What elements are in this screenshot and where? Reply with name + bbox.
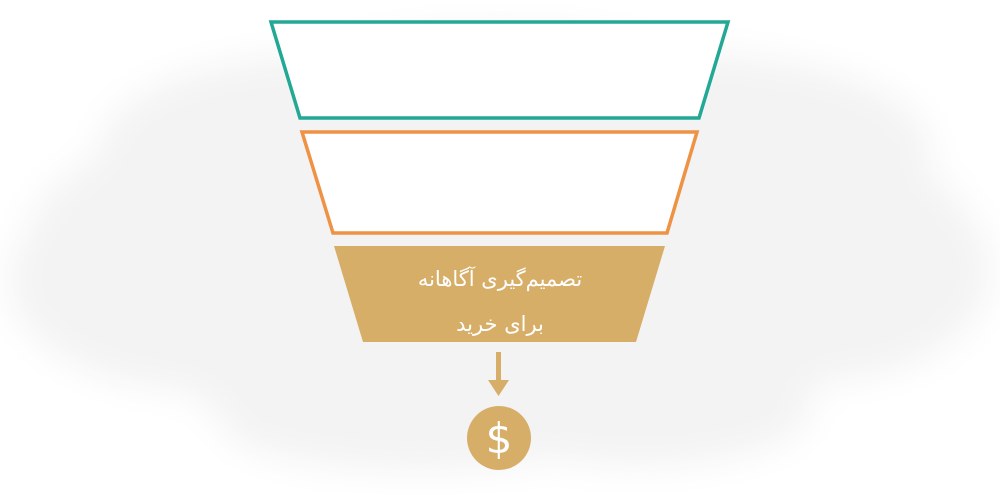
arrow-down-icon	[488, 352, 509, 396]
funnel-stage-3-line-2: برای خرید	[456, 312, 544, 336]
funnel-stage-3	[334, 246, 665, 342]
dollar-icon: $	[467, 406, 531, 470]
funnel-stage-2	[299, 130, 700, 235]
dollar-symbol: $	[486, 414, 513, 463]
funnel-stage-3-line-1: تصمیم‌گیری آگاهانه	[418, 266, 583, 292]
funnel-stage-1	[268, 20, 731, 120]
